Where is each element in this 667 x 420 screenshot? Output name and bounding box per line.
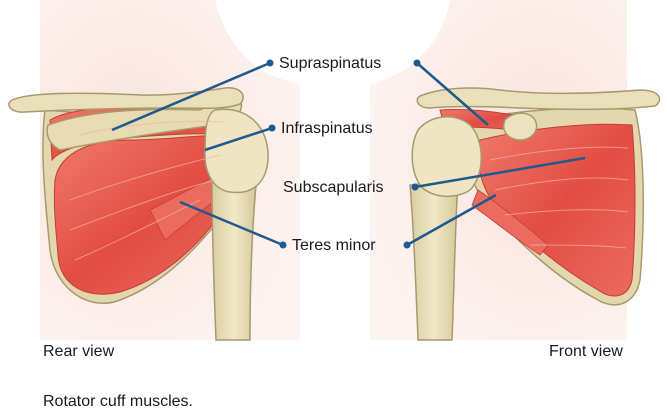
- label-teres-minor: Teres minor: [292, 237, 376, 254]
- dot-supraspinatus-right: [414, 60, 421, 67]
- dot-teres-minor-left: [280, 242, 287, 249]
- figure-caption: Rotator cuff muscles.: [43, 393, 193, 411]
- label-infraspinatus: Infraspinatus: [281, 120, 373, 137]
- front-humeral-head: [412, 117, 481, 197]
- front-humerus: [410, 180, 458, 340]
- label-subscapularis: Subscapularis: [283, 179, 384, 196]
- dot-infraspinatus: [269, 125, 276, 132]
- rear-humerus: [212, 180, 256, 340]
- dot-subscapularis: [412, 184, 419, 191]
- dot-teres-minor-right: [404, 242, 411, 249]
- front-view-caption: Front view: [549, 343, 623, 361]
- dot-supraspinatus-left: [267, 60, 274, 67]
- rear-view-illustration: [9, 0, 300, 340]
- label-supraspinatus: Supraspinatus: [279, 55, 381, 72]
- front-coracoid-process: [504, 113, 537, 140]
- rear-view-caption: Rear view: [43, 343, 114, 361]
